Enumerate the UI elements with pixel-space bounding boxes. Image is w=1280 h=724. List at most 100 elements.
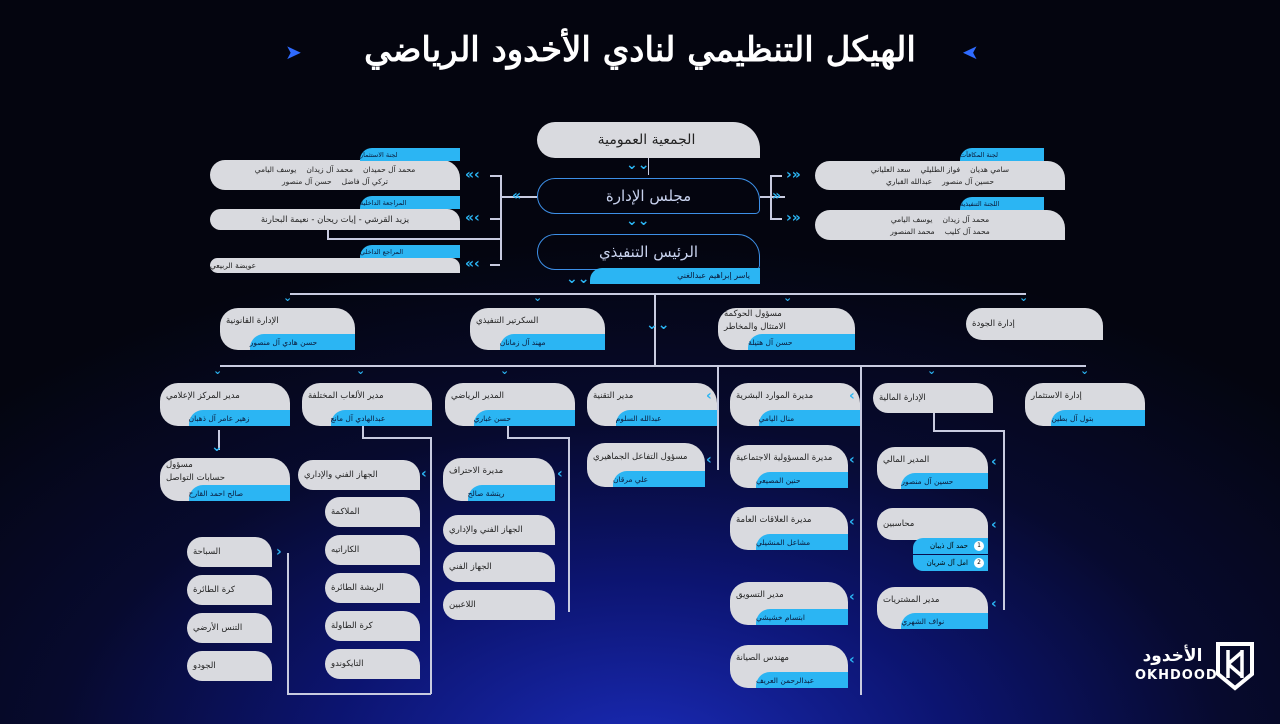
box-title: الإدارة المالية	[879, 392, 926, 403]
chevron-right-icon: ›»	[786, 210, 801, 226]
chevron-left-icon: «‹	[465, 256, 480, 272]
chevron-left-icon: ‹	[991, 454, 997, 470]
chevron-left-icon: «‹	[465, 167, 480, 183]
internal-audit: يزيد القرشي - إيات ريحان - نعيمة البحارن…	[210, 209, 460, 230]
member: يوسف اليامي	[890, 214, 933, 224]
sports-sub-item: الجهاز الفني	[443, 552, 555, 582]
quality-dept: إدارة الجودة	[966, 308, 1103, 340]
sports-sub-item: الجهاز الفني والإداري	[443, 515, 555, 545]
box-name: زهير عامر آل ذهبان	[188, 410, 290, 426]
box-name: نواف الشهري	[901, 613, 988, 629]
shield-logo-icon	[1216, 642, 1254, 691]
sports-sub-item: اللاعبين	[443, 590, 555, 620]
games-sub-item: الجهاز الفني والإداري	[298, 460, 420, 490]
box-title: الريشة الطائرة	[331, 582, 384, 593]
box-title: الإدارة القانونية	[226, 315, 279, 326]
chevron-left-icon: ‹	[849, 514, 855, 530]
plane-icon: ➤	[962, 40, 979, 64]
box-title: الملاكمة	[331, 506, 360, 517]
box-name: علي مرقان	[612, 471, 705, 487]
box-name: صالح احمد القارح	[188, 485, 290, 501]
box-title: مسؤول الحوكمة	[724, 309, 782, 320]
chevron-down-icon: ⌄	[1080, 364, 1090, 377]
internal-auditor: عويضة الربيعي	[210, 258, 460, 273]
box-name: امل آل شريان	[926, 559, 968, 567]
chevron-down-icon: ⌄	[356, 364, 366, 377]
box-name: حسين آل منصور	[901, 473, 988, 489]
chevron-down-icon: ⌄⌄	[646, 317, 670, 333]
chevron-left-icon: ‹	[421, 466, 427, 482]
member: يوسف اليامي	[254, 164, 297, 174]
number-badge: 2	[974, 558, 984, 568]
member: سامي هديان	[970, 165, 1010, 174]
member: عبدالله القباري	[885, 177, 933, 186]
box-title: إدارة الجودة	[972, 318, 1015, 329]
box-title: مديرة المسؤولية الاجتماعية	[736, 453, 833, 464]
logo: الأخدود OKHDOOD	[1135, 646, 1217, 684]
committee-label: المراجع الداخلي	[360, 245, 460, 258]
member: يزيد القرشي - إيات ريحان - نعيمة البحارن…	[260, 214, 410, 225]
legal-dept: الإدارة القانونية حسن هادي آل منصور	[220, 308, 355, 350]
box-title: الجهاز الفني والإداري	[304, 469, 378, 480]
ceo-box: الرئيس التنفيذي	[537, 234, 760, 270]
number-badge: 1	[974, 541, 984, 551]
box-name: عبدالهادي آل مانع	[330, 410, 432, 426]
box-title: مسؤول التفاعل الجماهيري	[593, 451, 688, 462]
member: سعد العلياني	[870, 165, 911, 174]
fan-engagement-officer: مسؤول التفاعل الجماهيري علي مرقان	[587, 443, 705, 487]
member: حسن آل منصور	[282, 176, 332, 186]
chevron-down-icon: ⌄⌄	[566, 271, 590, 287]
box-title: مدير المركز الإعلامي	[166, 391, 240, 402]
logo-arabic: الأخدود	[1142, 646, 1203, 666]
accountant-row: 2 امل آل شريان	[913, 555, 988, 571]
chevron-left-icon: ‹	[849, 652, 855, 668]
chevron-down-icon: ⌄⌄	[626, 213, 650, 229]
games-sub-item: التنس الأرضي	[187, 613, 272, 643]
general-assembly-label: الجمعية العمومية	[597, 131, 696, 148]
games-sub-item: التايكوندو	[325, 649, 420, 679]
finance-dept: الإدارة المالية	[873, 383, 993, 413]
member: محمد المنصور	[890, 226, 935, 236]
box-title: الامتثال والمخاطر	[724, 322, 786, 332]
chevron-down-icon: ⌄	[1019, 291, 1029, 304]
ceo-name: ياسر إبراهيم عبدالغني	[590, 268, 760, 284]
games-sub-item: الجودو	[187, 651, 272, 681]
box-name: منال اليامي	[758, 410, 860, 426]
box-title: مديرة الاحتراف	[449, 466, 504, 477]
box-name: حسن هادي آل منصور	[249, 334, 355, 350]
box-name: عبدالله السلوم	[615, 410, 717, 426]
chevron-left-icon: ‹	[849, 388, 855, 404]
member: محمد آل زيدان	[306, 164, 354, 174]
box-title: كرة الطائرة	[193, 584, 235, 595]
box-name: حمد آل ذيبان	[930, 542, 968, 550]
member: حسين آل منصور	[942, 177, 995, 186]
box-name: ابتسام خشيشي	[755, 609, 848, 625]
games-sub-item: الكاراتيه	[325, 535, 420, 565]
box-title: السباحة	[193, 546, 221, 557]
chevron-left-icon: ‹	[849, 452, 855, 468]
chevron-right-icon: ›»	[786, 167, 801, 183]
box-title: التايكوندو	[331, 658, 364, 669]
general-assembly-box: الجمعية العمومية	[537, 122, 760, 158]
plane-icon: ➤	[285, 40, 302, 64]
box-title: التنس الأرضي	[193, 622, 243, 633]
chevron-down-icon: ⌄	[283, 291, 293, 304]
box-title: اللاعبين	[449, 599, 476, 610]
games-sub-item: الريشة الطائرة	[325, 573, 420, 603]
box-title: مهندس الصيانة	[736, 653, 789, 664]
member: محمد آل كليب	[944, 226, 990, 236]
